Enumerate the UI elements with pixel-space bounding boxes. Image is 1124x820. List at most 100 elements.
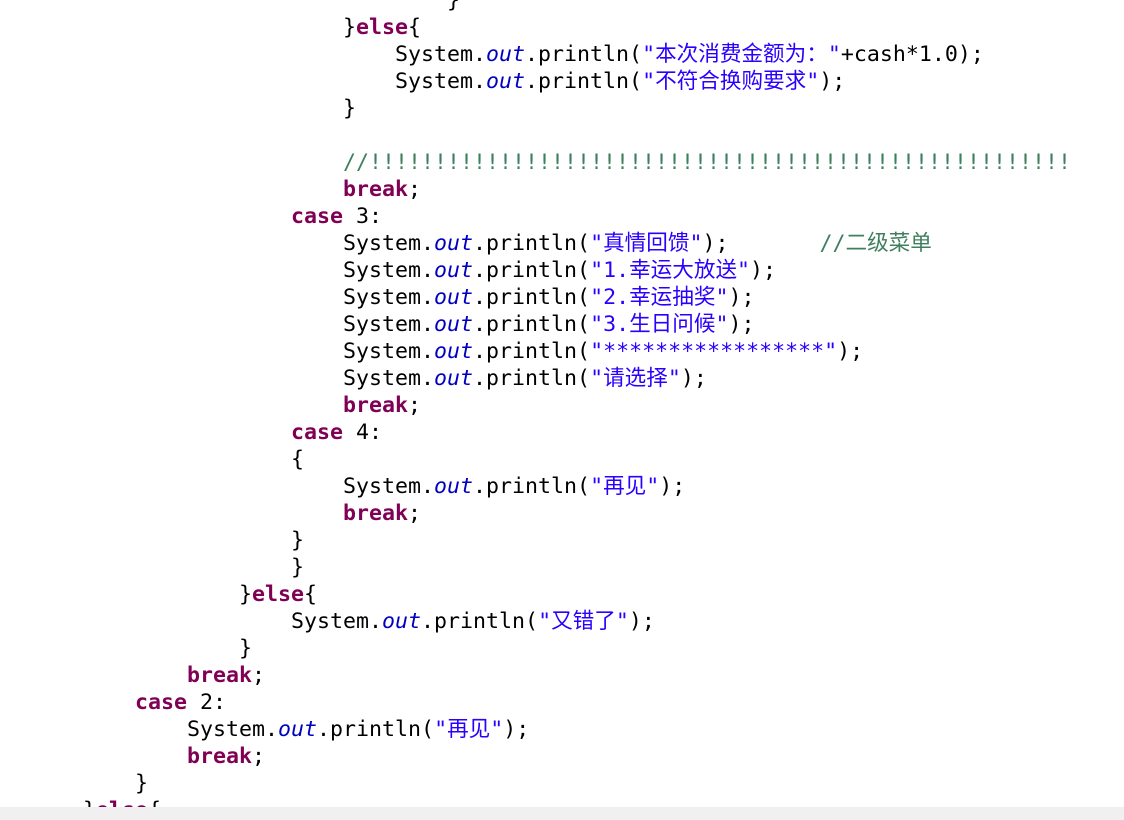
code-line[interactable]: break; — [83, 500, 1124, 527]
field-name: out — [434, 285, 474, 310]
code-line[interactable]: } — [83, 635, 1124, 662]
code-line[interactable]: System.out.println("请选择"); — [83, 365, 1124, 392]
code-line[interactable]: System.out.println("再见"); — [83, 716, 1124, 743]
string-literal: "*****************" — [590, 339, 838, 364]
code-line[interactable]: break; — [83, 176, 1124, 203]
comment: //!!!!!!!!!!!!!!!!!!!!!!!!!!!!!!!!!!!!!!… — [343, 150, 1072, 175]
code-text: .println( — [473, 366, 591, 391]
indent — [83, 744, 187, 769]
code-text: ); — [750, 258, 777, 283]
code-text: } — [343, 96, 357, 121]
indent — [83, 69, 395, 94]
code-text: ; — [408, 501, 422, 526]
indent — [83, 420, 291, 445]
code-text: } — [343, 15, 357, 40]
code-text: .println( — [473, 339, 591, 364]
code-text: +cash*1.0); — [840, 42, 984, 67]
code-line[interactable]: } — [83, 95, 1124, 122]
code-line[interactable]: System.out.println("3.生日问候"); — [83, 311, 1124, 338]
code-line[interactable]: } — [83, 770, 1124, 797]
code-text: System. — [343, 258, 435, 283]
code-text: .println( — [525, 69, 643, 94]
code-text: System. — [343, 285, 435, 310]
string-literal: "再见" — [434, 717, 504, 742]
code-line[interactable]: System.out.println("2.幸运抽奖"); — [83, 284, 1124, 311]
string-literal: "再见" — [590, 474, 660, 499]
field-name: out — [434, 258, 474, 283]
keyword: break — [343, 177, 409, 202]
code-line[interactable]: break; — [83, 392, 1124, 419]
code-text: { — [148, 798, 161, 807]
code-text: } — [291, 555, 305, 580]
code-line[interactable]: System.out.println("真情回馈"); //二级菜单 — [83, 230, 1124, 257]
code-text: .println( — [473, 231, 591, 256]
field-name: out — [486, 69, 526, 94]
code-text: ); — [837, 339, 864, 364]
field-name: out — [278, 717, 318, 742]
code-line[interactable]: break; — [83, 662, 1124, 689]
indent — [83, 258, 343, 283]
field-name: out — [434, 366, 474, 391]
code-line[interactable]: } — [83, 527, 1124, 554]
indent — [83, 501, 343, 526]
code-line[interactable]: //!!!!!!!!!!!!!!!!!!!!!!!!!!!!!!!!!!!!!!… — [83, 149, 1124, 176]
code-text: ); — [702, 231, 820, 256]
code-text: System. — [343, 312, 435, 337]
field-name: out — [434, 339, 474, 364]
code-text: } — [135, 771, 149, 796]
code-text: ; — [408, 177, 422, 202]
indent — [83, 447, 291, 472]
keyword: break — [187, 663, 253, 688]
keyword: case — [291, 204, 344, 229]
code-text: } — [83, 798, 96, 807]
code-line[interactable]: case 2: — [83, 689, 1124, 716]
code-line[interactable]: } — [83, 0, 1124, 14]
indent — [83, 204, 291, 229]
code-text: System. — [395, 69, 487, 94]
code-text: System. — [395, 42, 487, 67]
code-text: } — [239, 636, 253, 661]
code-line[interactable]: System.out.println("本次消费金额为："+cash*1.0); — [83, 41, 1124, 68]
code-line[interactable]: break; — [83, 743, 1124, 770]
keyword: else — [252, 582, 305, 607]
indent — [83, 177, 343, 202]
code-line[interactable]: System.out.println("又错了"); — [83, 608, 1124, 635]
keyword: else — [356, 15, 409, 40]
code-text: .println( — [421, 609, 539, 634]
keyword: break — [187, 744, 253, 769]
code-text: ); — [659, 474, 686, 499]
code-text: } — [239, 582, 253, 607]
code-text: 3: — [343, 204, 383, 229]
code-line[interactable]: }else{ — [83, 797, 1124, 807]
field-name: out — [434, 474, 474, 499]
code-line[interactable] — [83, 122, 1124, 149]
code-line[interactable]: }else{ — [83, 581, 1124, 608]
code-line[interactable]: System.out.println("再见"); — [83, 473, 1124, 500]
code-line[interactable]: }else{ — [83, 14, 1124, 41]
string-literal: "又错了" — [538, 609, 629, 634]
code-line[interactable]: case 4: — [83, 419, 1124, 446]
indent — [83, 339, 343, 364]
field-name: out — [434, 231, 474, 256]
code-text: .println( — [525, 42, 643, 67]
indent — [83, 285, 343, 310]
indent — [83, 366, 343, 391]
code-line[interactable]: System.out.println("1.幸运大放送"); — [83, 257, 1124, 284]
string-literal: "请选择" — [590, 366, 681, 391]
indent — [83, 312, 343, 337]
horizontal-scrollbar[interactable] — [0, 807, 1124, 820]
code-line[interactable]: { — [83, 446, 1124, 473]
code-text: System. — [343, 339, 435, 364]
code-text: .println( — [473, 312, 591, 337]
code-line[interactable]: case 3: — [83, 203, 1124, 230]
code-editor[interactable]: } }else{ System.out.println("本次消费金额为："+c… — [83, 0, 1124, 807]
code-line[interactable]: System.out.println("不符合换购要求"); — [83, 68, 1124, 95]
keyword: break — [343, 393, 409, 418]
keyword: break — [343, 501, 409, 526]
indent — [83, 582, 239, 607]
indent — [83, 609, 291, 634]
code-text: System. — [343, 366, 435, 391]
code-line[interactable]: } — [83, 554, 1124, 581]
code-line[interactable]: System.out.println("*****************"); — [83, 338, 1124, 365]
indent — [83, 231, 343, 256]
